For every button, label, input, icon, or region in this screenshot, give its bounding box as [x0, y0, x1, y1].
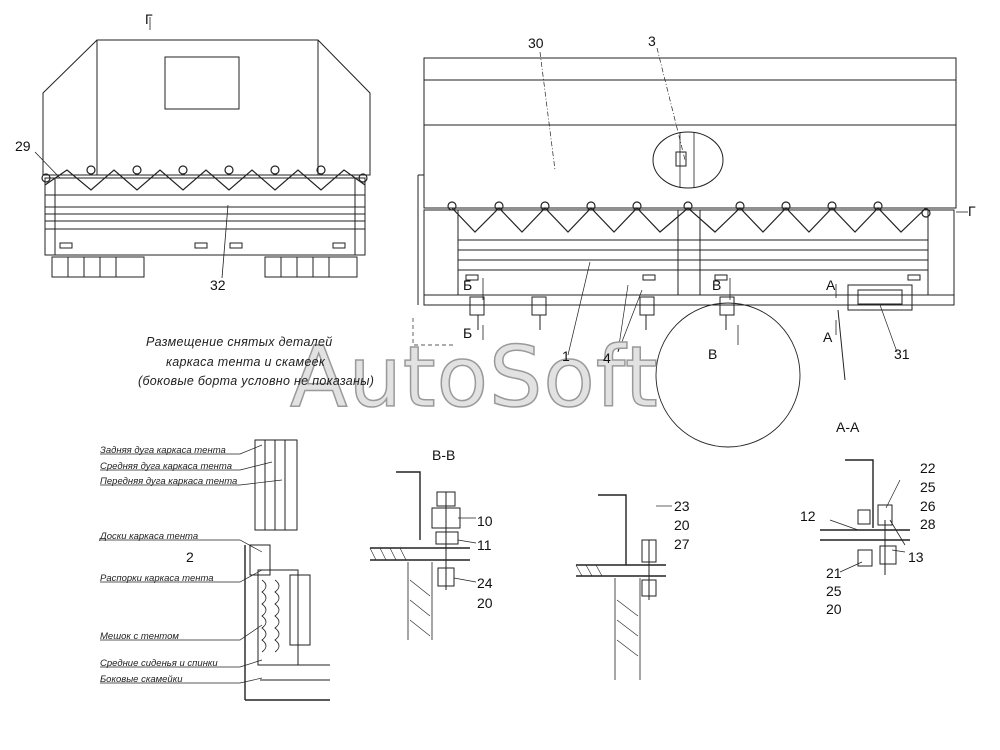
callout-24: 24 — [477, 575, 493, 591]
callout-30: 30 — [528, 35, 544, 51]
callout-31: 31 — [894, 346, 910, 362]
marker-v2: В — [708, 346, 718, 362]
storage-detail — [100, 439, 330, 701]
callout-13: 13 — [908, 549, 924, 565]
callout-20b: 20 — [674, 517, 690, 533]
lacing-ring — [358, 173, 368, 183]
rear-bumper-right — [264, 256, 358, 278]
watermark: AutoSoft — [289, 328, 659, 426]
legend-item: Задняя дуга каркаса тента — [100, 445, 226, 456]
lacing-ring — [316, 165, 326, 175]
lacing-ring — [178, 165, 188, 175]
callout-12: 12 — [800, 508, 816, 524]
callout-20c: 20 — [826, 601, 842, 617]
tent-arcs — [254, 439, 298, 531]
section-middle — [575, 494, 672, 680]
marker-b2: Б — [463, 325, 473, 341]
lacing-ring — [132, 165, 142, 175]
caption-line-2: каркаса тента и скамеек — [166, 355, 326, 369]
legend-item: Боковые скамейки — [100, 674, 183, 685]
side-lacing — [451, 207, 927, 233]
callout-2: 2 — [186, 549, 194, 565]
callout-25a: 25 — [920, 479, 936, 495]
lacing-ring — [270, 165, 280, 175]
rear-view — [34, 17, 371, 279]
callout-23: 23 — [674, 498, 690, 514]
lacing-ring — [86, 165, 96, 175]
tent-outline — [42, 39, 371, 176]
section-vv — [369, 471, 477, 640]
callout-20a: 20 — [477, 595, 493, 611]
caption-line-3: (боковые борта условно не показаны) — [138, 374, 375, 388]
legend-item: Распорки каркаса тента — [100, 573, 214, 584]
tent-boards — [249, 544, 271, 576]
legend-item: Доски каркаса тента — [100, 531, 199, 542]
section-aa-title: А-А — [836, 419, 860, 435]
callout-3: 3 — [648, 33, 656, 49]
rear-view-letter: Г — [145, 11, 153, 27]
callout-29: 29 — [15, 138, 31, 154]
callout-4: 4 — [603, 350, 611, 366]
detail-circle — [655, 302, 801, 448]
rear-window — [164, 56, 240, 110]
legend-item: Средние сиденья и спинки — [100, 658, 218, 669]
callout-21: 21 — [826, 565, 842, 581]
tent-window — [652, 131, 724, 189]
legend-item: Передняя дуга каркаса тента — [100, 476, 238, 487]
legend-item: Мешок с тентом — [100, 631, 179, 642]
callout-27: 27 — [674, 536, 690, 552]
box-31 — [847, 284, 913, 311]
side-tent — [423, 57, 957, 209]
marker-a2: А — [823, 329, 833, 345]
callout-26: 26 — [920, 498, 936, 514]
section-vv-title: В-В — [432, 447, 456, 463]
marker-a1: А — [826, 277, 836, 293]
legend-item: Средняя дуга каркаса тента — [100, 461, 232, 472]
callout-25b: 25 — [826, 583, 842, 599]
callout-28: 28 — [920, 516, 936, 532]
section-aa — [820, 459, 910, 575]
callout-1: 1 — [562, 348, 570, 364]
lacing-ring — [224, 165, 234, 175]
marker-g: Г — [968, 203, 976, 219]
callout-10: 10 — [477, 513, 493, 529]
rear-board — [44, 177, 366, 256]
tent-lacing — [44, 169, 366, 191]
callout-32: 32 — [210, 277, 226, 293]
callout-11: 11 — [477, 537, 492, 553]
marker-b1: Б — [463, 277, 473, 293]
side-view — [412, 47, 968, 448]
caption-line-1: Размещение снятых деталей — [146, 335, 333, 349]
marker-v1: В — [712, 277, 722, 293]
rear-bumper-left — [51, 256, 145, 278]
side-board — [423, 209, 955, 306]
callout-22: 22 — [920, 460, 936, 476]
lacing-ring — [41, 173, 51, 183]
